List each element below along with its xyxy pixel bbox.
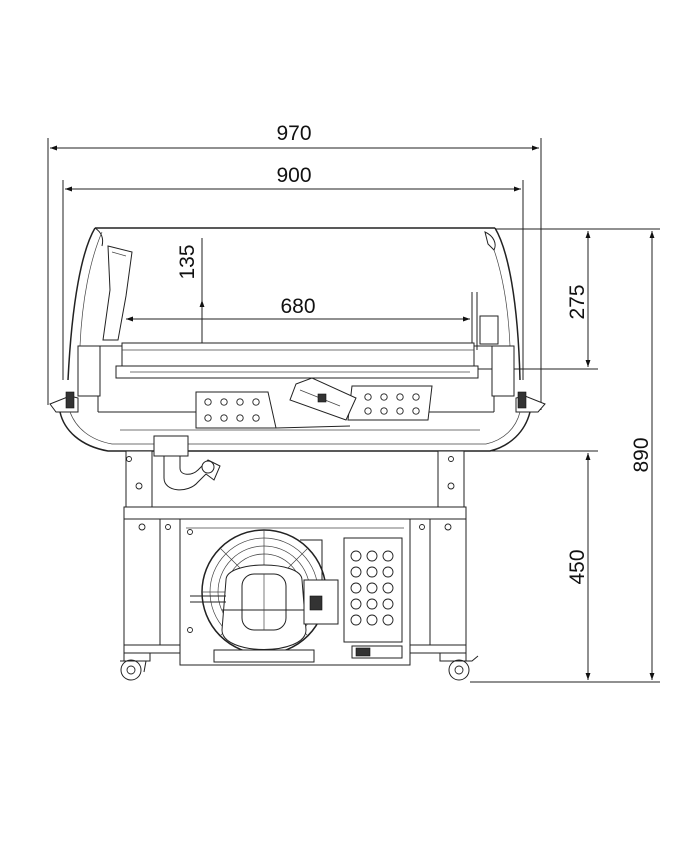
tray-section [49,342,546,413]
dim-label-680: 680 [280,295,315,318]
dimension-275: 275 [470,228,598,370]
cabinet-body [59,377,531,491]
dimension-450: 450 [470,450,598,680]
evaporator-unit [275,377,357,429]
condensing-unit [179,518,411,666]
right-panel-holes [364,393,420,415]
dimension-900: 900 [62,164,524,380]
dim-label-900: 900 [276,164,311,187]
compressor [213,564,315,663]
dimension-890: 890 [470,228,660,683]
caster-left [120,652,151,681]
support-legs [123,450,467,520]
left-panel-holes [204,398,260,422]
control-panel [343,537,403,659]
caster-right [439,652,479,681]
display-case-canopy [67,227,521,381]
dim-label-135: 135 [176,244,199,279]
dim-label-275: 275 [566,284,589,319]
dim-label-970: 970 [276,122,311,145]
dim-label-450: 450 [566,549,589,584]
drain-pipe [153,435,221,491]
dimension-680: 680 [126,295,470,322]
dim-label-890: 890 [630,437,653,472]
dimension-970: 970 [47,122,542,410]
